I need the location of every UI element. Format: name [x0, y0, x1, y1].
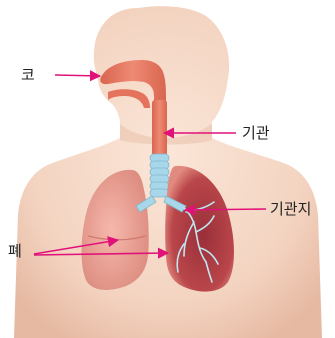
label-bronchus: 기관지 [270, 202, 311, 217]
arrow-bronchus [185, 209, 266, 210]
trachea-rings [150, 154, 169, 197]
label-nose: 코 [21, 68, 35, 83]
trachea-upper [152, 100, 167, 156]
label-trachea: 기관 [242, 126, 270, 141]
label-lung: 폐 [8, 244, 22, 259]
arrow-nose [55, 75, 100, 76]
